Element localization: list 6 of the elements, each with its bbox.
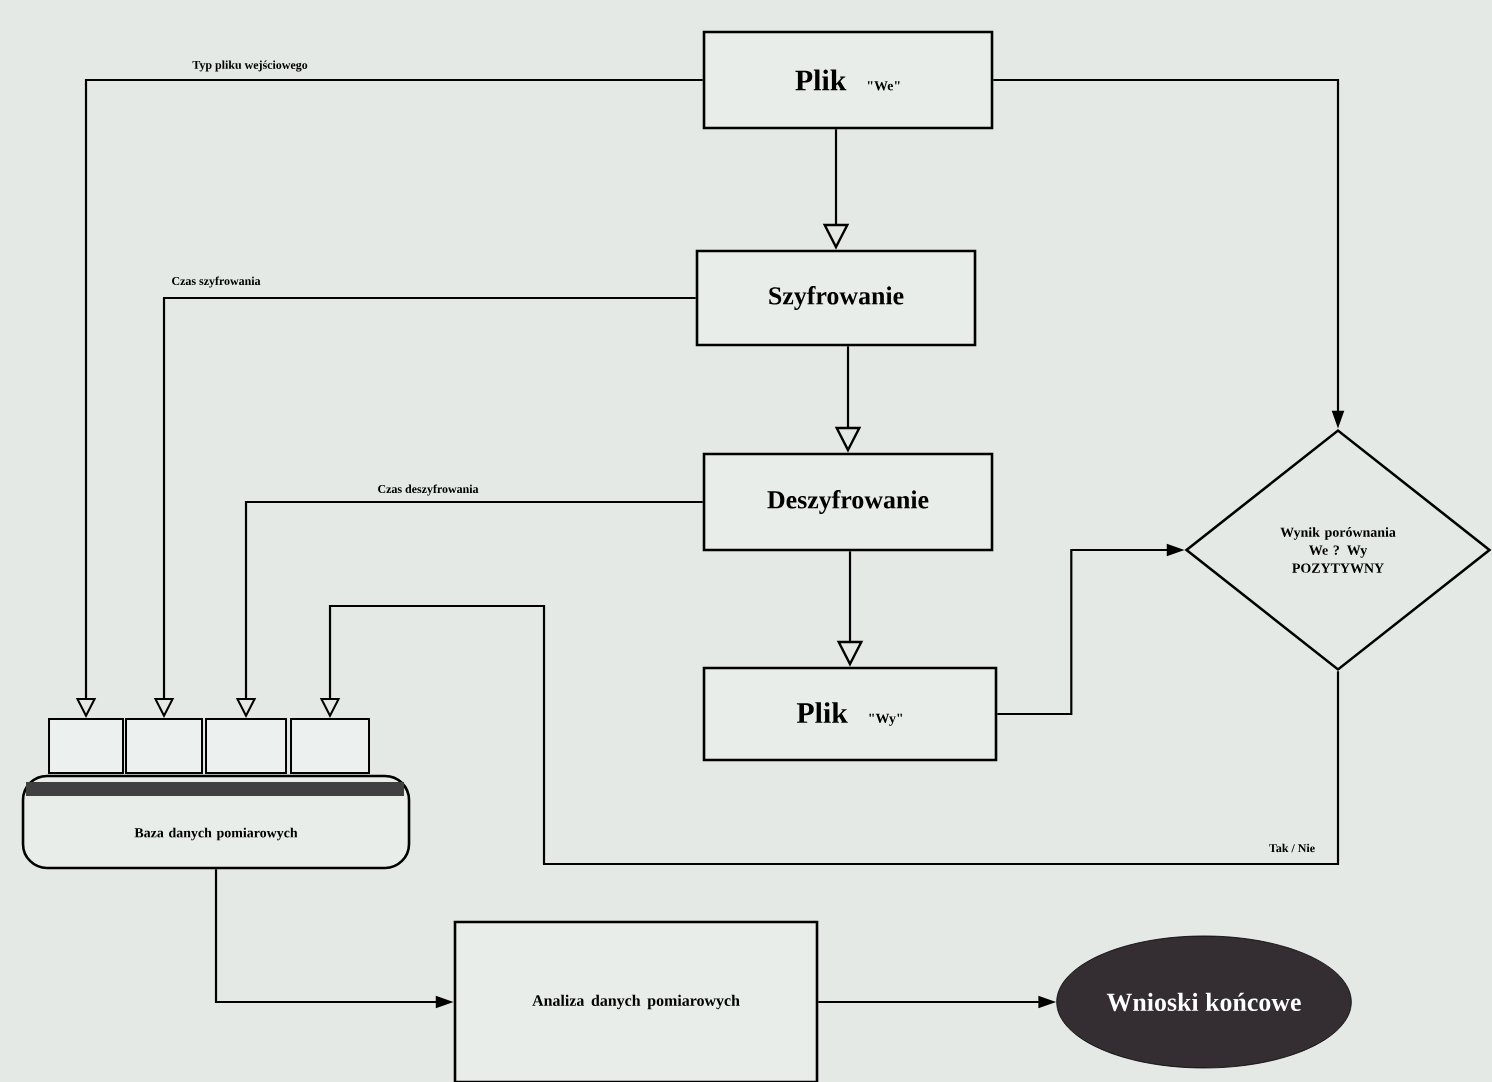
database-slot	[205, 718, 287, 774]
database-slot	[48, 718, 124, 774]
database-slot	[125, 718, 203, 774]
process-box: Szyfrowanie	[695, 249, 977, 347]
database-slot	[290, 718, 370, 774]
process-box: Deszyfrowanie	[702, 452, 994, 552]
